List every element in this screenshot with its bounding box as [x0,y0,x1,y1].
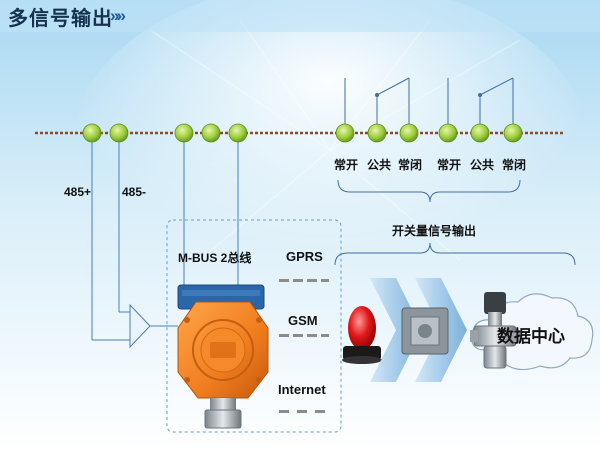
wireless-dashes [279,279,329,413]
relay-wiring-2 [447,77,514,126]
rs485-plus-label: 485+ [64,185,92,199]
valve-plate [401,307,449,355]
page-title: 多信号输出 [8,8,113,30]
gprs-label: GPRS [286,249,323,264]
gas-detector [177,284,269,429]
light-glow [70,0,590,320]
detector-enclosure [166,219,342,433]
relay-brace [337,179,521,203]
gsm-label: GSM [288,313,318,328]
rs485-wires [91,140,178,349]
relay-contact-label: 公共 [367,158,392,172]
solenoid-valve-icon [470,292,520,369]
rs485-minus-label: 485- [122,185,147,199]
relay-contact-label: 常开 [334,158,359,172]
relay-group-label: 开关量信号输出 [392,224,477,238]
title-strip [0,0,600,32]
alarm-lamp-icon [342,306,382,364]
light-rays [149,19,521,261]
relay-wiring-1 [344,77,410,126]
relay-contact-label: 常闭 [502,158,527,172]
bus-nodes [82,123,523,143]
chevron-right-icon: »» [110,6,126,25]
relay-contact-label: 常闭 [398,158,423,172]
mbus-label: M-BUS 2总线 [178,251,252,265]
relay-contact-dots [375,93,482,97]
data-center-label: 数据中心 [497,327,565,346]
mbus-wires [183,140,239,285]
output-brace [334,242,576,266]
internet-label: Internet [278,382,326,397]
relay-contact-label: 公共 [470,158,495,172]
relay-contact-label: 常开 [437,158,462,172]
